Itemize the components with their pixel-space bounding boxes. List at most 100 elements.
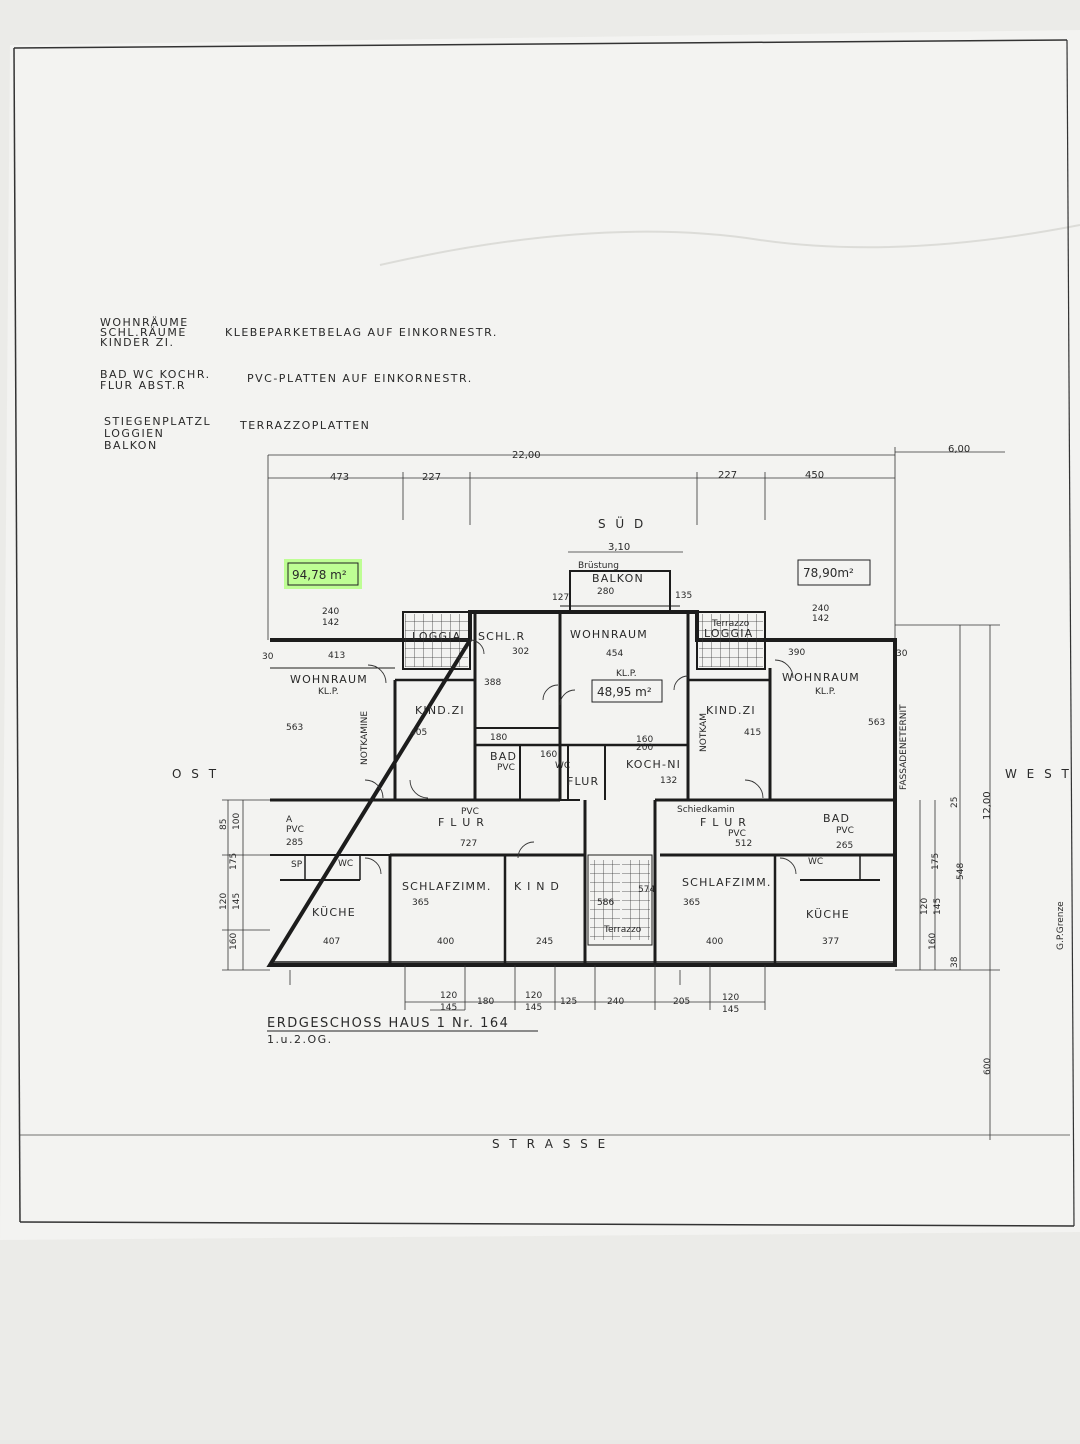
label-a-left: A <box>286 815 293 825</box>
dim-400-left: 400 <box>437 937 454 947</box>
label-flur-right: F L U R <box>700 816 747 829</box>
dim-left-175: 175 <box>229 853 239 870</box>
label-bad-right: BAD <box>823 812 850 825</box>
dim-left-85: 85 <box>219 819 229 830</box>
dim-365-left: 365 <box>412 898 429 908</box>
label-schiedkamin: Schiedkamin <box>677 805 735 815</box>
label-flur-left: F L U R <box>438 816 485 829</box>
label-pvc-mid: PVC <box>497 763 515 773</box>
dim-390: 390 <box>788 648 805 658</box>
dim-bottom-145b: 145 <box>525 1003 542 1013</box>
legend-material-1: KLEBEPARKETBELAG AUF EINKORNESTR. <box>225 326 498 339</box>
dim-right-160: 160 <box>928 933 938 950</box>
dim-30-right: 30 <box>896 649 908 659</box>
svg-text:78,90m²: 78,90m² <box>803 566 854 580</box>
label-wohnraum-mid: WOHNRAUM <box>570 628 648 641</box>
label-flur-mid: FLUR <box>567 775 599 788</box>
legend-material-3: TERRAZZOPLATTEN <box>239 419 370 432</box>
dim-142-right: 142 <box>812 614 829 624</box>
dim-balcony-width: 3,10 <box>608 542 630 553</box>
bottom-dimension-lines <box>289 965 766 1011</box>
dim-240-right: 240 <box>812 604 829 614</box>
dim-245: 245 <box>536 937 553 947</box>
label-pvc-flur-right: PVC <box>728 829 746 839</box>
label-schlafzimm-left: SCHLAFZIMM. <box>402 880 492 893</box>
label-balkon: BALKON <box>592 572 644 585</box>
dim-127: 127 <box>552 593 569 603</box>
dim-bottom-145c: 145 <box>722 1005 739 1015</box>
drawing-title: ERDGESCHOSS HAUS 1 Nr. 164 1.u.2.OG. <box>267 1016 538 1046</box>
label-schlr: SCHL.R <box>478 630 525 643</box>
dim-132: 132 <box>660 776 677 786</box>
label-wohnraum-left: WOHNRAUM <box>290 673 368 686</box>
label-wc-mid: WC <box>555 761 570 771</box>
dim-388: 388 <box>484 678 501 688</box>
title-sub: 1.u.2.OG. <box>267 1033 333 1046</box>
dim-280: 280 <box>597 587 614 597</box>
legend-room-3: KINDER ZI. <box>100 336 175 349</box>
dim-left-120: 120 <box>219 893 229 910</box>
label-pvc-left: PVC <box>286 825 304 835</box>
material-legend: WOHNRÄUME SCHL.RÄUME KINDER ZI. KLEBEPAR… <box>100 316 498 452</box>
label-pvc-right: PVC <box>836 826 854 836</box>
side-dimension-lines <box>222 624 1000 1140</box>
dim-413: 413 <box>328 651 345 661</box>
building-walls <box>266 570 897 967</box>
label-south: S Ü D <box>598 515 646 531</box>
dim-top-3: 227 <box>718 470 737 481</box>
dim-405: 405 <box>410 728 427 738</box>
legend-room-7: LOGGIEN <box>104 427 164 440</box>
dim-285: 285 <box>286 838 303 848</box>
dim-right-145: 145 <box>933 898 943 915</box>
dim-top-4: 450 <box>805 470 824 481</box>
dim-building-depth: 12,00 <box>982 791 993 820</box>
dim-left-145: 145 <box>232 893 242 910</box>
dim-377: 377 <box>822 937 839 947</box>
dim-142-left: 142 <box>322 618 339 628</box>
label-kindzi-left: KIND.ZI <box>415 704 465 717</box>
dim-400-right: 400 <box>706 937 723 947</box>
label-kindzi-right: KIND.ZI <box>706 704 756 717</box>
label-wc-right: WC <box>808 857 823 867</box>
legend-room-1: WOHNRÄUME <box>100 316 189 329</box>
label-loggia-left: LOGGIA <box>412 630 461 643</box>
label-schlafzimm-right: SCHLAFZIMM. <box>682 876 772 889</box>
title-main: ERDGESCHOSS HAUS 1 Nr. 164 <box>267 1016 509 1031</box>
label-pvc-flur-left: PVC <box>461 807 479 817</box>
legend-room-2: SCHL.RÄUME <box>100 326 187 339</box>
area-right: 78,90m² <box>797 559 871 586</box>
label-gp-grenze: G.P.Grenze <box>1056 901 1066 950</box>
dim-240-left: 240 <box>322 607 339 617</box>
label-klp-left: KL.P. <box>318 687 339 697</box>
legend-room-4: BAD WC KOCHR. <box>100 368 211 381</box>
label-sp: SP <box>291 860 303 870</box>
dim-bottom-120a: 120 <box>440 991 457 1001</box>
label-notkamine: NOTKAMINE <box>360 711 370 765</box>
stair-treads <box>590 860 620 940</box>
dim-512: 512 <box>735 839 752 849</box>
dim-200: 200 <box>636 743 653 753</box>
label-kueche-right: KÜCHE <box>806 908 850 921</box>
dim-top-1: 473 <box>330 472 349 483</box>
dim-563-right: 563 <box>868 718 885 728</box>
top-dimensions <box>267 447 1005 640</box>
svg-text:48,95 m²: 48,95 m² <box>597 685 652 699</box>
dim-bottom-180: 180 <box>477 997 494 1007</box>
label-fassade: FASSADENETERNIT <box>899 704 909 790</box>
dim-bottom-205: 205 <box>673 997 690 1007</box>
dim-407: 407 <box>323 937 340 947</box>
area-left: 94,78 m² <box>284 559 362 589</box>
dim-setback: 6,00 <box>948 444 970 455</box>
dim-454: 454 <box>606 649 623 659</box>
dim-total-width: 22,00 <box>512 450 541 461</box>
legend-material-2: PVC-PLATTEN AUF EINKORNESTR. <box>247 372 473 385</box>
svg-text:94,78 m²: 94,78 m² <box>292 568 347 582</box>
dim-302: 302 <box>512 647 529 657</box>
label-wohnraum-right: WOHNRAUM <box>782 671 860 684</box>
dim-left-100: 100 <box>232 813 242 830</box>
dim-586: 586 <box>597 898 614 908</box>
label-klp-mid: KL.P. <box>616 669 637 679</box>
dim-135: 135 <box>675 591 692 601</box>
dim-bottom-240: 240 <box>607 997 624 1007</box>
